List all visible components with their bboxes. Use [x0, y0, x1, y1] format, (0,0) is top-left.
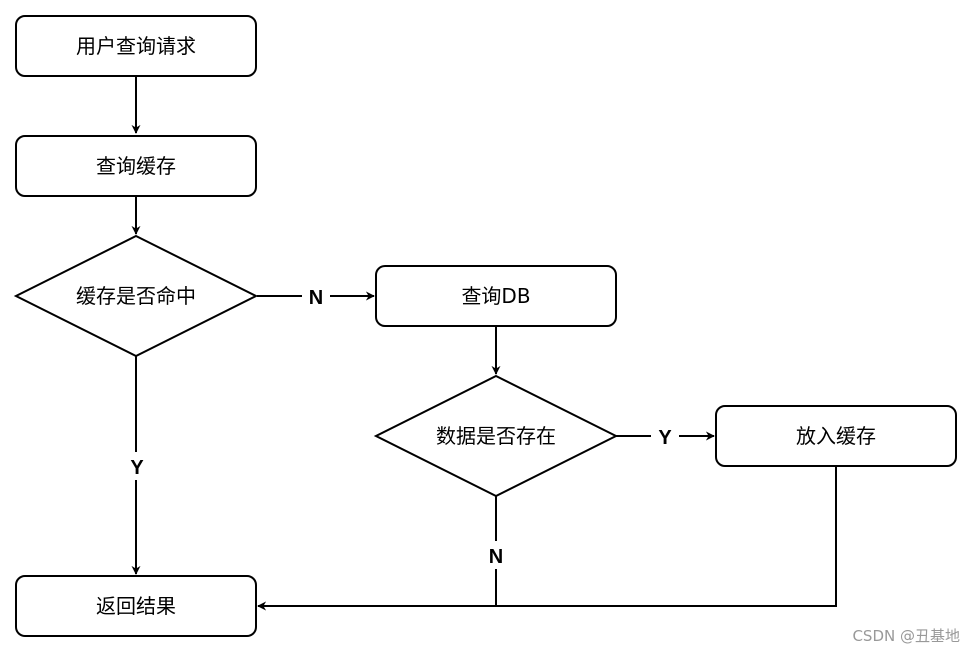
watermark: CSDN @丑基地 — [852, 627, 960, 645]
node-user-request-label: 用户查询请求 — [76, 34, 196, 58]
node-return-result-label: 返回结果 — [96, 594, 176, 618]
node-put-cache-label: 放入缓存 — [796, 424, 876, 448]
node-user-request: 用户查询请求 — [15, 15, 257, 77]
edge-label-cache-no: N — [309, 287, 323, 309]
node-query-db-label: 查询DB — [461, 284, 530, 308]
edge-label-exists-no: N — [489, 546, 503, 568]
edge-label-cache-yes: Y — [130, 457, 144, 479]
edge-put-to-return — [257, 466, 837, 611]
node-data-exists-decision: 数据是否存在 — [373, 374, 619, 498]
node-query-cache: 查询缓存 — [15, 135, 257, 197]
edge-label-exists-yes: Y — [658, 427, 672, 449]
node-cache-hit-label: 缓存是否命中 — [76, 284, 196, 308]
node-return-result: 返回结果 — [15, 575, 257, 637]
node-query-cache-label: 查询缓存 — [96, 154, 176, 178]
node-data-exists-label: 数据是否存在 — [436, 424, 556, 448]
node-cache-hit-decision: 缓存是否命中 — [13, 234, 259, 358]
node-query-db: 查询DB — [375, 265, 617, 327]
node-put-cache: 放入缓存 — [715, 405, 957, 467]
